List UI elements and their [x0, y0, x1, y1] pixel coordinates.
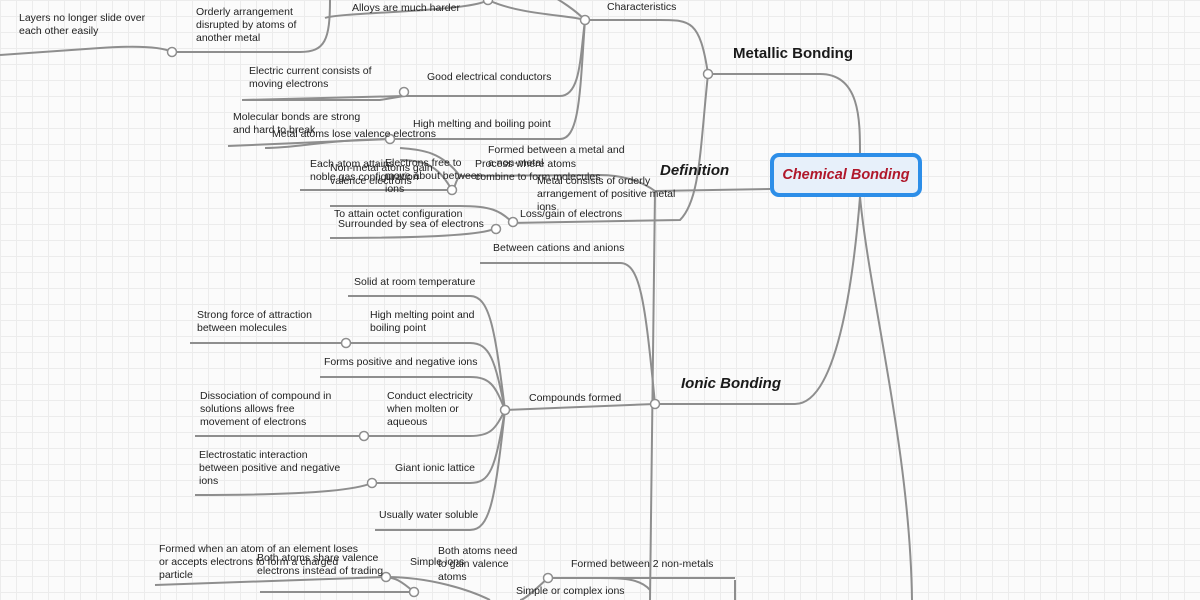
node-formed-metal-nonmetal[interactable]: Formed between a metal and a non-metal [488, 144, 625, 169]
node-compounds-formed[interactable]: Compounds formed [529, 392, 622, 404]
node-electric-current[interactable]: Electric current consists of moving elec… [249, 65, 372, 90]
node-octet[interactable]: To attain octet configuration [334, 208, 463, 220]
node-non-metal-atoms[interactable]: Non-metal atoms gain valence electrons [330, 162, 433, 187]
node-dissociation[interactable]: Dissociation of compound in solutions al… [200, 390, 332, 428]
node-conduct-electricity[interactable]: Conduct electricity when molten or aqueo… [387, 390, 473, 428]
node-high-mp-bp-ionic[interactable]: High melting point and boiling point [370, 309, 475, 334]
node-molecular-bonds[interactable]: Molecular bonds are strong and hard to b… [233, 111, 361, 136]
node-simple-ions[interactable]: Simple ions [410, 556, 465, 568]
node-good-conductors[interactable]: Good electrical conductors [427, 71, 552, 83]
node-characteristics[interactable]: Characteristics [607, 1, 677, 13]
node-giant-lattice[interactable]: Giant ionic lattice [395, 462, 475, 474]
node-strong-force[interactable]: Strong force of attraction between molec… [197, 309, 312, 334]
node-both-atoms-gain[interactable]: Both atoms need to gain valence atoms [438, 545, 518, 583]
node-simple-complex[interactable]: Simple or complex ions [516, 585, 625, 597]
node-forms-ions[interactable]: Forms positive and negative ions [324, 356, 478, 368]
root-title: Chemical Bonding [782, 167, 910, 183]
node-layers-no-slide[interactable]: Layers no longer slide over each other e… [19, 12, 146, 37]
node-formed-when-atom[interactable]: Formed when an atom of an element loses … [159, 543, 359, 581]
node-between-ions[interactable]: Between cations and anions [493, 242, 625, 254]
node-surrounded-sea[interactable]: Surrounded by sea of electrons [338, 218, 484, 230]
branch-definition[interactable]: Definition [660, 162, 730, 179]
node-water-soluble[interactable]: Usually water soluble [379, 509, 479, 521]
node-each-atom[interactable]: Each atom attains noble gas configuratio… [310, 158, 419, 183]
node-electrostatic[interactable]: Electrostatic interaction between positi… [199, 449, 341, 487]
node-electrons-free[interactable]: Electrons free to move about between ion… [385, 157, 483, 195]
branch-ionic-bonding[interactable]: Ionic Bonding [681, 375, 781, 392]
node-metal-atoms-lose[interactable]: Metal atoms lose valence electrons [272, 128, 436, 140]
node-loss-gain[interactable]: Loss/gain of electrons [520, 208, 623, 220]
node-alloys-harder[interactable]: Alloys are much harder [352, 2, 460, 14]
node-solid-room-temp[interactable]: Solid at room temperature [354, 276, 476, 288]
branch-metallic-bonding[interactable]: Metallic Bonding [733, 45, 853, 62]
node-orderly-arrangement[interactable]: Orderly arrangement disrupted by atoms o… [196, 6, 297, 44]
node-metal-orderly[interactable]: Metal consists of orderly arrangement of… [537, 175, 676, 213]
node-high-mp-bp-metal[interactable]: High melting and boiling point [413, 118, 551, 130]
root-topic[interactable]: Chemical Bonding [770, 153, 922, 197]
node-both-share[interactable]: Both atoms share valence electrons inste… [257, 552, 384, 577]
node-process-where[interactable]: Process where atoms combine to form mole… [475, 158, 601, 183]
node-formed-non-metals[interactable]: Formed between 2 non-metals [571, 558, 714, 570]
